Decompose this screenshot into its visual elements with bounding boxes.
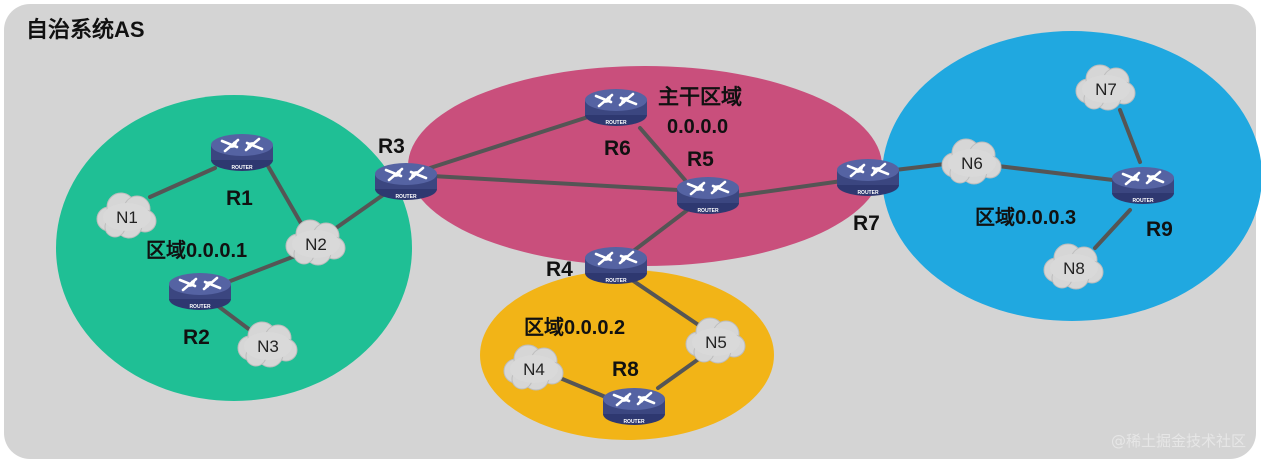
watermark: @稀土掘金技术社区: [1111, 432, 1246, 450]
router-r8-icon: ROUTER: [601, 386, 667, 427]
network-n8-label: N8: [1063, 259, 1085, 278]
area-1-region: [56, 95, 412, 401]
network-n5-cloud-icon: N5: [685, 317, 746, 364]
link-n5-r8: [656, 356, 702, 390]
link-r9-n8: [1093, 208, 1132, 250]
router-r9-label: R9: [1146, 218, 1173, 241]
area-1-label: 区域0.0.0.1: [146, 238, 247, 262]
backbone-area-region: [408, 66, 882, 266]
area-3-label: 区域0.0.0.3: [975, 205, 1076, 229]
link-r3-r5: [430, 174, 680, 192]
svg-text:ROUTER: ROUTER: [1132, 198, 1154, 204]
svg-text:ROUTER: ROUTER: [189, 304, 211, 310]
link-n2-r3: [334, 193, 385, 230]
router-r3-icon: ROUTER: [373, 161, 439, 202]
router-r7-label: R7: [853, 212, 880, 235]
network-n1-label: N1: [116, 208, 138, 227]
link-n7-r9: [1118, 108, 1142, 164]
router-r5-icon: ROUTER: [675, 175, 741, 216]
network-n7-cloud-icon: N7: [1075, 64, 1136, 111]
network-n5-label: N5: [705, 333, 727, 352]
router-r9-icon: ROUTER: [1110, 165, 1176, 206]
area-2-region: [480, 270, 774, 440]
router-r6-label: R6: [604, 137, 631, 160]
area-2-label: 区域0.0.0.2: [524, 315, 625, 339]
link-r5-r7: [733, 179, 844, 198]
router-r5-label: R5: [687, 148, 714, 171]
router-r1-icon: ROUTER: [209, 132, 275, 173]
router-r4-label: R4: [546, 258, 573, 281]
link-r6-r5: [638, 126, 687, 182]
router-r7-icon: ROUTER: [835, 157, 901, 198]
network-n7-label: N7: [1095, 80, 1117, 99]
router-r8-label: R8: [612, 358, 639, 381]
link-r2-n3: [216, 304, 252, 332]
svg-text:ROUTER: ROUTER: [605, 278, 627, 284]
network-n6-cloud-icon: N6: [941, 138, 1002, 185]
svg-text:ROUTER: ROUTER: [231, 165, 253, 171]
router-r6-icon: ROUTER: [583, 87, 649, 128]
backbone-area-name: 主干区域: [658, 85, 742, 109]
network-n2-label: N2: [305, 235, 327, 254]
network-n4-label: N4: [523, 360, 545, 379]
router-r4-icon: ROUTER: [583, 245, 649, 286]
network-n4-cloud-icon: N4: [503, 344, 564, 391]
svg-text:ROUTER: ROUTER: [605, 120, 627, 126]
network-n3-cloud-icon: N3: [237, 321, 298, 368]
backbone-area-id: 0.0.0.0: [667, 116, 728, 138]
network-n6-label: N6: [961, 154, 983, 173]
network-links: [148, 108, 1142, 400]
network-n2-cloud-icon: N2: [285, 219, 346, 266]
router-r2-label: R2: [183, 326, 210, 349]
svg-text:ROUTER: ROUTER: [857, 190, 879, 196]
link-r4-n5: [630, 278, 702, 328]
link-r5-r4: [630, 206, 692, 254]
router-r3-label: R3: [378, 135, 405, 158]
link-n2-r2: [218, 254, 297, 287]
svg-text:ROUTER: ROUTER: [697, 208, 719, 214]
svg-text:ROUTER: ROUTER: [395, 194, 417, 200]
router-r1-label: R1: [226, 187, 253, 210]
link-r1-n2: [266, 164, 304, 227]
router-r2-icon: ROUTER: [167, 271, 233, 312]
network-n8-cloud-icon: N8: [1043, 243, 1104, 290]
network-n1-cloud-icon: N1: [96, 192, 157, 239]
link-r3-r6: [428, 115, 590, 170]
network-n3-label: N3: [257, 337, 279, 356]
link-n1-r1: [148, 166, 217, 199]
link-n4-r8: [558, 376, 610, 400]
link-r7-n6: [893, 162, 947, 172]
link-n6-r9: [996, 164, 1115, 182]
as-title: 自治系统AS: [26, 17, 145, 42]
svg-text:ROUTER: ROUTER: [623, 419, 645, 425]
